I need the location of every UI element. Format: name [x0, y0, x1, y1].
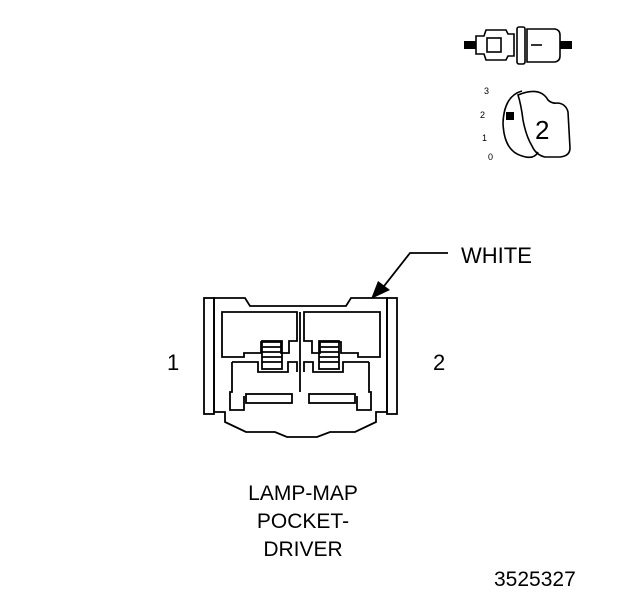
- position-label-3: 3: [484, 86, 490, 96]
- connector-body: [203, 297, 398, 438]
- right-side-bar: [386, 297, 398, 415]
- wire-color-label: WHITE: [461, 243, 532, 268]
- figure-id: 3525327: [494, 568, 576, 591]
- position-selector-icon: [502, 90, 571, 159]
- position-label-2: 2: [480, 110, 486, 120]
- housing-outline: [213, 297, 388, 438]
- selected-position-digit: 2: [535, 115, 550, 145]
- connector-title-line-1: LAMP-MAP: [248, 482, 358, 505]
- pin-label-1: 1: [167, 350, 180, 375]
- connector-title-line-2: POCKET-: [256, 510, 350, 533]
- pin-label-2: 2: [433, 350, 446, 375]
- lower-slot-2: [308, 393, 356, 404]
- position-label-0: 0: [488, 152, 494, 162]
- color-leader-arrow: [371, 252, 448, 299]
- cavity-2-top: [303, 311, 381, 358]
- cavity-2-terminal: [318, 340, 340, 370]
- left-side-bar: [203, 297, 215, 415]
- cavity-1-top: [221, 311, 298, 358]
- position-label-1: 1: [482, 133, 488, 143]
- connector-side-view-icon: [464, 26, 572, 65]
- lower-slot-1: [245, 393, 293, 404]
- connector-title-line-3: DRIVER: [263, 538, 343, 561]
- cavity-1-terminal: [261, 340, 283, 370]
